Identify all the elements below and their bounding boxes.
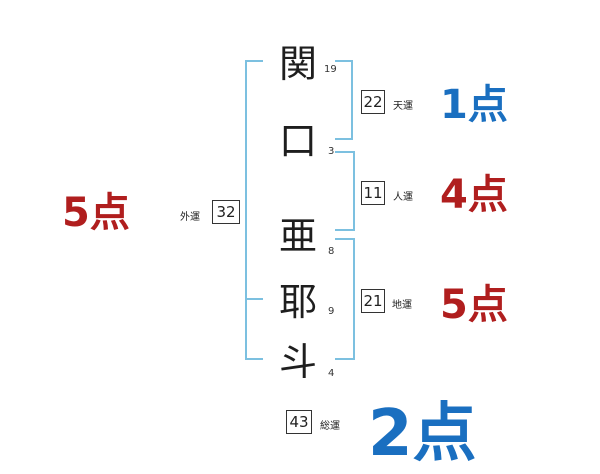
name-char-4: 耶 <box>278 280 317 324</box>
name-char-3: 亜 <box>278 214 317 258</box>
souun-label: 総運 <box>320 421 340 432</box>
stroke-count-5: 4 <box>328 368 335 379</box>
tenun-bracket-bottom <box>335 138 353 140</box>
souun-value-box: 43 <box>286 410 312 434</box>
name-char-2: 口 <box>278 119 317 163</box>
jinun-score: 4点 <box>440 172 508 218</box>
jinun-label: 人運 <box>393 192 413 203</box>
gaiun-bracket-vertical <box>245 60 247 360</box>
chiun-bracket-vertical <box>353 238 355 360</box>
stroke-count-3: 8 <box>328 246 335 257</box>
jinun-value-box: 11 <box>361 181 385 205</box>
tenun-bracket-vertical <box>351 60 353 140</box>
name-char-1: 関 <box>278 42 317 86</box>
tenun-score: 1点 <box>440 82 508 128</box>
chiun-score: 5点 <box>440 282 508 328</box>
jinun-bracket-bottom <box>335 229 355 231</box>
chiun-value-box: 21 <box>361 289 385 313</box>
jinun-bracket-top <box>335 151 355 153</box>
stroke-count-2: 3 <box>328 146 335 157</box>
name-char-5: 斗 <box>278 340 317 384</box>
chiun-bracket-top <box>335 238 355 240</box>
gaiun-bracket-top <box>245 60 263 62</box>
tenun-value-box: 22 <box>361 90 385 114</box>
chiun-bracket-bottom <box>335 358 355 360</box>
stroke-count-1: 19 <box>324 64 337 75</box>
stroke-count-4: 9 <box>328 306 335 317</box>
gaiun-value-box: 32 <box>212 200 240 224</box>
jinun-bracket-vertical <box>353 151 355 231</box>
tenun-bracket-top <box>335 60 353 62</box>
gaiun-label: 外運 <box>180 212 200 223</box>
gaiun-bracket-mid <box>245 298 263 300</box>
souun-score: 2点 <box>368 397 477 471</box>
gaiun-score: 5点 <box>62 190 130 236</box>
chiun-label: 地運 <box>392 300 412 311</box>
gaiun-bracket-bottom <box>245 358 263 360</box>
tenun-label: 天運 <box>393 101 413 112</box>
